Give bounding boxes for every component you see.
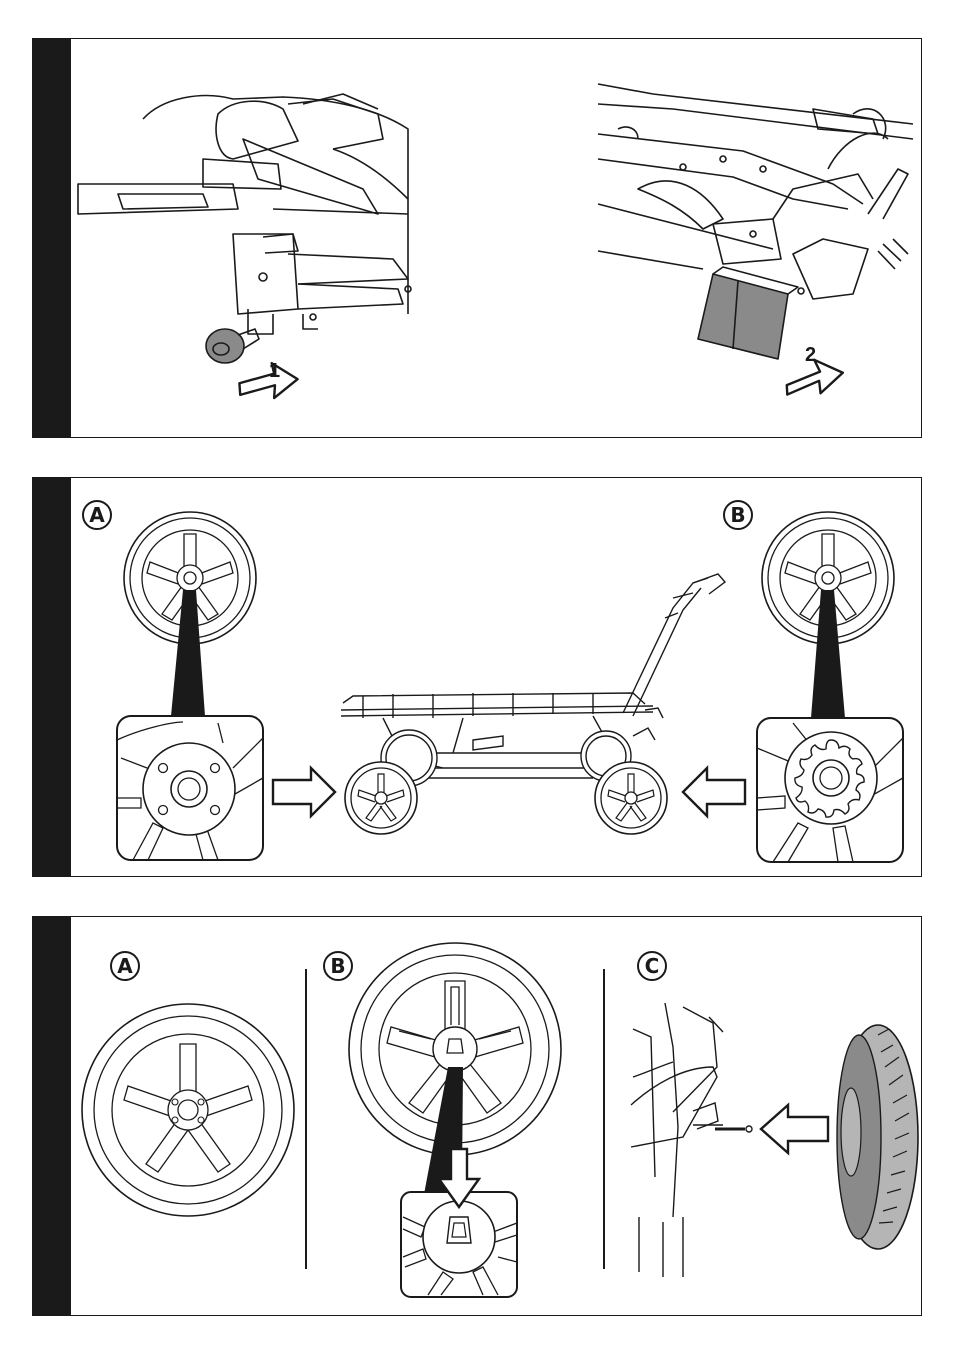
panel-step-2: A B — [32, 477, 922, 877]
wheel-types-illustration — [33, 917, 921, 1315]
zoom-detail-b — [757, 718, 903, 862]
step-2-label: 2 — [805, 344, 816, 366]
arrow-left-icon — [683, 768, 745, 816]
fold-mechanism-illustration: 1 — [33, 39, 921, 437]
axle-tip — [746, 1126, 752, 1132]
step-1-label: 1 — [269, 360, 280, 382]
wheel-a-large — [82, 1004, 294, 1216]
panel-step-3: A B C — [32, 916, 922, 1316]
front-wheel-right — [595, 762, 667, 834]
panel-step-1: 1 — [32, 38, 922, 438]
frame-leg-c — [631, 1003, 723, 1277]
arrow-right-icon — [273, 768, 335, 816]
brake-pedal — [698, 267, 798, 359]
arrow-left-icon — [761, 1105, 828, 1153]
wheel-assembly-illustration — [33, 478, 921, 876]
wheel-c-side-view — [837, 1025, 918, 1249]
arrow-down-1-icon — [234, 355, 298, 413]
zoom-detail-a — [117, 716, 263, 860]
left-frame-drawing — [78, 94, 411, 334]
right-frame-drawing — [598, 84, 913, 299]
front-wheel-left — [345, 762, 417, 834]
